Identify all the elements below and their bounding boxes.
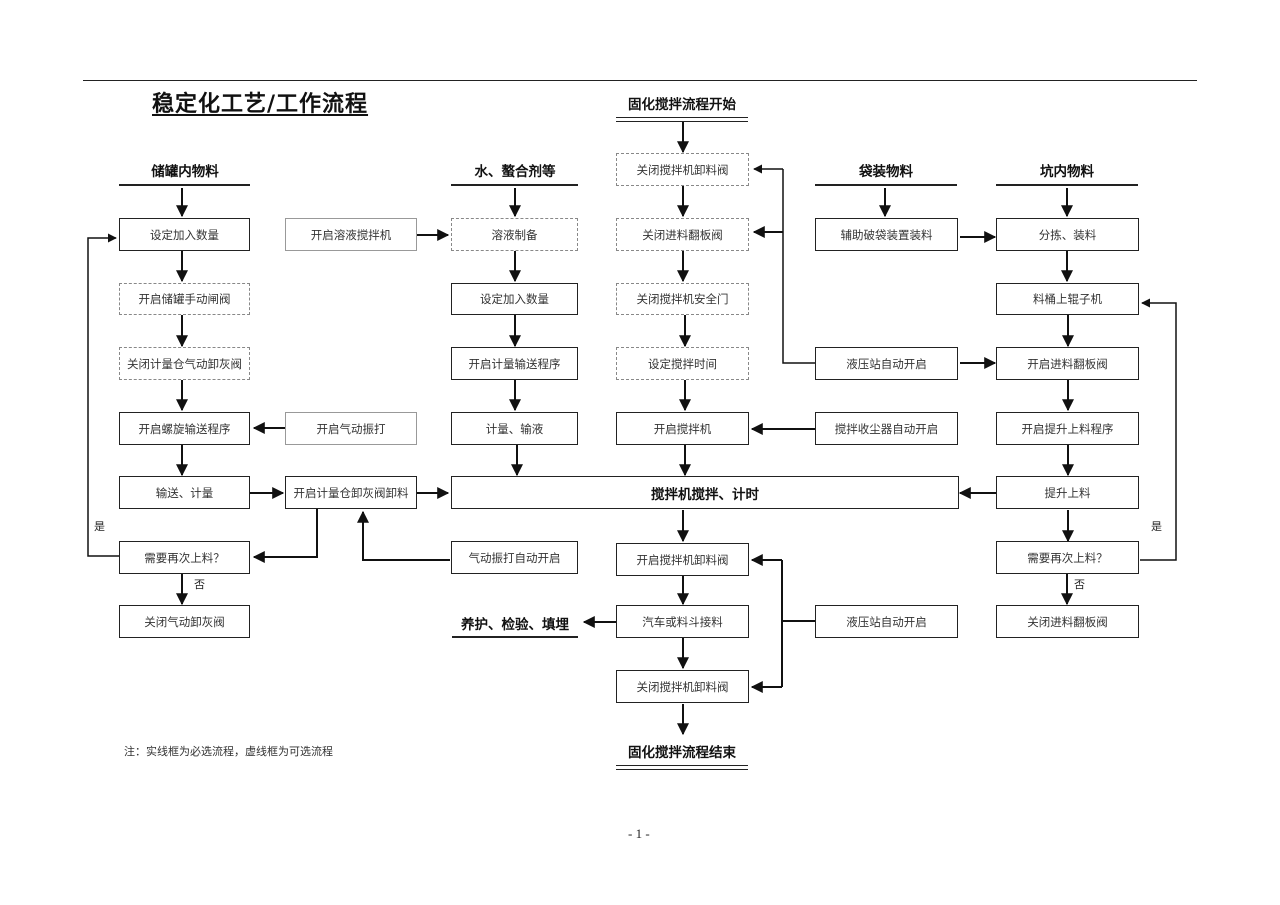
page-number: - 1 - (628, 826, 650, 841)
header-bagged: 袋装物料 (859, 164, 913, 180)
label-no: 否 (194, 578, 205, 591)
flow-box: 关闭搅拌机卸料阀 (616, 670, 749, 703)
flow-box-optional: 关闭计量仓气动卸灰阀 (119, 347, 250, 380)
flow-box: 开启搅拌机卸料阀 (616, 543, 749, 576)
header-bar (996, 184, 1138, 186)
page-title: 稳定化工艺/工作流程 (152, 92, 369, 117)
flow-box: 开启螺旋输送程序 (119, 412, 250, 445)
label-no: 否 (1074, 578, 1085, 591)
flow-box: 搅拌收尘器自动开启 (815, 412, 958, 445)
decision-box: 需要再次上料？ (996, 541, 1139, 574)
legend-note: 注：实线框为必选流程，虚线框为可选流程 (124, 745, 333, 758)
flow-box: 提升上料 (996, 476, 1139, 509)
flow-box: 分拣、装料 (996, 218, 1139, 251)
flow-box: 开启进料翻板阀 (996, 347, 1139, 380)
header-water: 水、螯合剂等 (474, 164, 556, 180)
mixing-box: 搅拌机搅拌、计时 (451, 476, 959, 509)
flow-box: 料桶上辊子机 (996, 283, 1139, 315)
header-end: 固化搅拌流程结束 (628, 745, 736, 761)
header-bar (451, 184, 578, 186)
flow-box-optional: 关闭搅拌机安全门 (616, 283, 749, 315)
header-cure: 养护、检验、填埋 (461, 617, 569, 633)
flow-box: 关闭气动卸灰阀 (119, 605, 250, 638)
flow-box: 液压站自动开启 (815, 605, 958, 638)
flow-box: 开启溶液搅拌机 (285, 218, 417, 251)
flow-box: 计量、输液 (451, 412, 578, 445)
arrow (252, 508, 318, 563)
flow-box: 汽车或料斗接料 (616, 605, 749, 638)
flow-box: 开启搅拌机 (616, 412, 749, 445)
header-bar (119, 184, 250, 186)
decision-box: 需要再次上料？ (119, 541, 250, 574)
flow-box: 气动振打自动开启 (451, 541, 578, 574)
loop-yes (87, 233, 119, 557)
header-rule (83, 80, 1197, 81)
flow-box-optional: 溶液制备 (451, 218, 578, 251)
flow-box-optional: 关闭搅拌机卸料阀 (616, 153, 749, 186)
flow-box: 开启计量输送程序 (451, 347, 578, 380)
header-start: 固化搅拌流程开始 (628, 97, 736, 113)
flow-box: 开启气动振打 (285, 412, 417, 445)
flow-box: 设定加入数量 (119, 218, 250, 251)
header-bar (815, 184, 957, 186)
connector (782, 169, 817, 364)
flow-box: 开启提升上料程序 (996, 412, 1139, 445)
flow-box: 输送、计量 (119, 476, 250, 509)
flow-box-optional: 关闭进料翻板阀 (616, 218, 749, 251)
loop-yes (1140, 298, 1177, 561)
label-yes: 是 (1151, 520, 1162, 533)
flow-box: 设定加入数量 (451, 283, 578, 315)
header-bar (452, 636, 578, 638)
flow-box: 关闭进料翻板阀 (996, 605, 1139, 638)
flow-box: 辅助破袋装置装料 (815, 218, 958, 251)
flow-box: 液压站自动开启 (815, 347, 958, 380)
flow-box: 开启计量仓卸灰阀卸料 (285, 476, 417, 509)
header-double-bar (616, 117, 748, 122)
label-yes: 是 (94, 520, 105, 533)
header-pit: 坑内物料 (1040, 164, 1094, 180)
arrow (357, 510, 450, 561)
header-double-bar (616, 765, 748, 770)
header-tank: 储罐内物料 (151, 164, 219, 180)
flow-box-optional: 开启储罐手动闸阀 (119, 283, 250, 315)
flow-box-optional: 设定搅拌时间 (616, 347, 749, 380)
